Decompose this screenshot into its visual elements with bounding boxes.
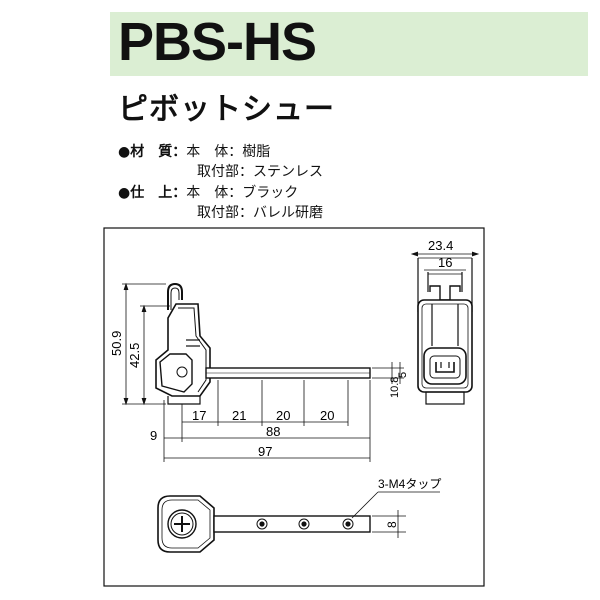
dim-length-97: 97 (258, 444, 272, 459)
end-view-dimensions (410, 251, 480, 271)
dim-seg-21: 21 (232, 408, 246, 423)
dim-bar-offset: 5 (397, 372, 409, 378)
spec-material-body: 本 体：樹脂 (186, 144, 271, 160)
drawing-frame (103, 227, 485, 587)
spec-material-row: ●材 質：本 体：樹脂 (118, 143, 270, 161)
top-view-dimensions (351, 491, 440, 538)
product-name: ピボットシュー (118, 92, 335, 127)
spec-finish-label: ●仕 上： (118, 185, 187, 201)
vertical-dimensions (122, 282, 170, 406)
spec-material-label: ●材 質： (118, 144, 187, 160)
side-view (155, 282, 371, 405)
product-code-title: PBS-HS (118, 12, 317, 72)
dim-seg-20a: 20 (276, 408, 290, 423)
spec-material-mount: 取付部：ステンレス (197, 164, 323, 180)
dim-bar-height: 10.8 (389, 377, 401, 398)
dim-height-inner: 42.5 (127, 343, 142, 368)
top-view (157, 495, 371, 553)
spec-finish-row: ●仕 上：本 体：ブラック (118, 184, 298, 202)
title-band (110, 12, 588, 76)
dim-left-9: 9 (150, 428, 157, 443)
tap-label: 3-M4タップ (378, 477, 441, 491)
dim-length-88: 88 (266, 424, 280, 439)
dim-width-inner: 16 (438, 255, 452, 270)
end-view (417, 257, 473, 405)
dim-seg-17: 17 (192, 408, 206, 423)
dim-height-total: 50.9 (109, 331, 124, 356)
horizontal-dimensions (163, 380, 371, 462)
dim-width-total: 23.4 (428, 238, 453, 253)
dim-bar-width: 8 (385, 521, 399, 528)
bar-height-dimension (372, 362, 404, 384)
dim-seg-20b: 20 (320, 408, 334, 423)
spec-finish-body: 本 体：ブラック (186, 185, 299, 201)
spec-finish-mount: 取付部：バレル研磨 (197, 205, 323, 221)
